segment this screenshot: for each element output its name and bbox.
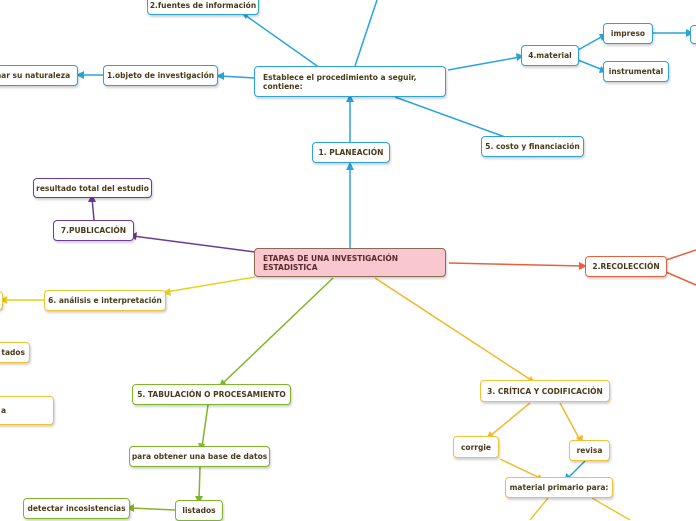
node-tabulacion[interactable]: 5. TABULACIÓN O PROCESAMIENTO: [132, 384, 291, 405]
node-left-fragment-1[interactable]: tados: [0, 342, 30, 363]
node-base-datos[interactable]: para obtener una base de datos: [129, 446, 270, 467]
node-costo[interactable]: 5. costo y financiación: [481, 136, 584, 157]
node-left-fragment-2[interactable]: a: [0, 396, 54, 425]
edge-procedimiento-fuentes: [244, 14, 321, 69]
node-impreso-child[interactable]: [690, 25, 696, 44]
edge-root-analisis: [165, 276, 256, 293]
node-objeto[interactable]: 1.objeto de investigación: [103, 65, 218, 86]
edge-listados-inconsistencias: [129, 507, 176, 511]
edge-procedimiento-objeto: [219, 75, 256, 79]
edge-material-instrumental: [577, 59, 604, 71]
arrowhead: [346, 162, 354, 170]
edge-root-critica: [374, 277, 532, 381]
arrowhead: [88, 194, 96, 202]
node-material[interactable]: 4.material: [521, 45, 579, 66]
node-planeacion[interactable]: 1. PLANEACIÓN: [312, 142, 390, 163]
edge-corrige-material: [499, 458, 541, 479]
arrowhead: [516, 53, 524, 61]
edge-material-impreso: [577, 35, 604, 51]
node-critica[interactable]: 3. CRÍTICA Y CODIFICACIÓN: [480, 380, 610, 402]
arrowhead: [216, 72, 224, 80]
arrowhead: [76, 71, 84, 79]
node-recoleccion[interactable]: 2.RECOLECCIÓN: [585, 256, 667, 277]
node-revisa[interactable]: revisa: [569, 440, 610, 461]
edge-base-listados: [198, 466, 201, 501]
node-root[interactable]: ETAPAS DE UNA INVESTIGACIÓN ESTADISTICA: [254, 248, 446, 277]
node-publicacion[interactable]: 7.PUBLICACIÓN: [53, 220, 134, 241]
node-listados[interactable]: listados: [175, 500, 223, 521]
edge-critica-corrige: [489, 402, 531, 437]
node-corrige[interactable]: corrgie: [453, 436, 499, 458]
edge-material-down-right: [591, 497, 631, 520]
arrowhead: [162, 288, 171, 296]
edge-revisa-material: [567, 460, 586, 479]
edge-procedimiento-top: [354, 0, 378, 67]
edge-root-publicacion: [132, 235, 256, 253]
node-fuentes[interactable]: 2.fuentes de información: [147, 0, 259, 15]
edge-root-tabulacion: [221, 277, 334, 385]
arrowhead: [0, 296, 7, 304]
edge-recoleccion-down: [665, 271, 696, 286]
node-inconsistencias[interactable]: detectar incosistencias: [23, 498, 130, 519]
node-impreso[interactable]: impreso: [603, 23, 653, 44]
node-naturaleza[interactable]: nar su naturaleza: [0, 65, 78, 86]
node-resultado[interactable]: resultado total del estudio: [33, 178, 152, 198]
edge-tabulacion-base: [201, 404, 209, 448]
edge-material-down-left: [529, 497, 549, 520]
node-procedimiento[interactable]: Establece el procedimiento a seguir, con…: [254, 66, 446, 97]
node-instrumental[interactable]: instrumental: [603, 61, 669, 82]
edge-recoleccion-up: [665, 249, 696, 261]
edge-critica-revisa: [559, 402, 581, 441]
arrowhead: [346, 94, 354, 102]
arrowhead: [579, 262, 587, 270]
edge-procedimiento-costo: [394, 96, 506, 138]
node-analisis-left-box[interactable]: [0, 291, 3, 310]
node-analisis[interactable]: 6. análisis e interpretación: [44, 290, 166, 311]
node-material-primario[interactable]: material primario para:: [505, 477, 613, 498]
arrowhead: [126, 504, 134, 512]
edge-procedimiento-material: [447, 56, 521, 71]
edge-root-recoleccion: [448, 262, 584, 267]
